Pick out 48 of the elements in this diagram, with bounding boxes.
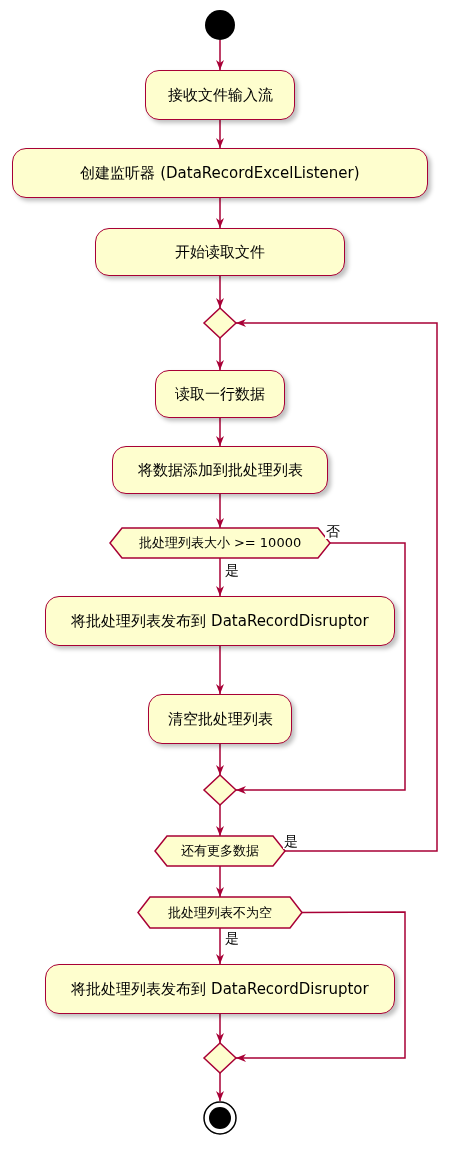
node-label: 将批处理列表发布到 DataRecordDisruptor: [71, 612, 369, 630]
node-label: 批处理列表不为空: [168, 904, 272, 921]
arrow: [216, 1013, 224, 1044]
arrow: [216, 804, 224, 837]
node-label: 将数据添加到批处理列表: [137, 461, 303, 479]
arrow: [216, 927, 224, 965]
node-label: 清空批处理列表: [167, 710, 273, 728]
arrow: [216, 275, 224, 309]
arrow: [235, 542, 406, 794]
action-box: [12, 148, 428, 198]
action-box: [145, 70, 295, 120]
arrow: [216, 865, 224, 898]
start-node: [205, 10, 235, 40]
action-box: [95, 228, 345, 276]
node-label: 创建监听器 (DataRecordExcelListener): [80, 164, 360, 182]
node-label: 开始读取文件: [175, 243, 265, 261]
node-label: 读取一行数据: [175, 385, 265, 403]
end-node: [203, 1101, 237, 1135]
node-label: 接收文件输入流: [167, 86, 273, 104]
edge-label: 是: [224, 931, 240, 947]
node-label: 将批处理列表发布到 DataRecordDisruptor: [71, 980, 369, 998]
action-box: [148, 694, 292, 744]
arrow: [216, 557, 224, 597]
arrow: [216, 197, 224, 229]
arrow: [216, 119, 224, 149]
arrow: [235, 911, 406, 1062]
edge-label: 是: [283, 834, 299, 850]
arrow: [216, 1072, 224, 1102]
action-box: [112, 446, 328, 494]
action-box: [45, 964, 395, 1014]
merge-diamond: [204, 775, 236, 805]
decision-hexagon: [155, 836, 285, 866]
arrow: [216, 493, 224, 529]
edge-label: 是: [224, 563, 240, 579]
merge-diamond: [204, 1043, 236, 1073]
edge-label: 否: [325, 524, 341, 540]
arrow: [235, 319, 438, 852]
action-box: [45, 596, 395, 646]
arrow: [216, 337, 224, 371]
arrow: [216, 645, 224, 695]
node-label: 批处理列表大小 >= 10000: [138, 535, 302, 551]
node-label: 还有更多数据: [181, 843, 259, 859]
arrow: [216, 743, 224, 776]
decision-hexagon: [138, 897, 302, 928]
arrow: [216, 39, 224, 71]
merge-diamond: [204, 308, 236, 338]
arrow: [216, 417, 224, 447]
action-box: [155, 370, 285, 418]
